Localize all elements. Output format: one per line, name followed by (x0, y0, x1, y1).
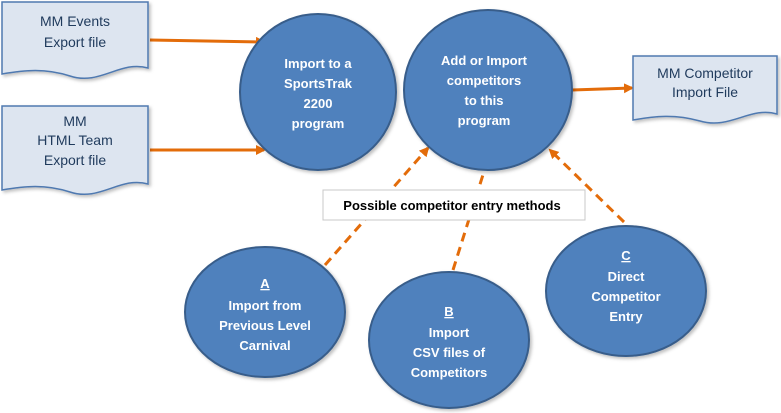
circle-import-line1: Import to a (284, 56, 352, 71)
circle-method-a (184, 246, 346, 378)
method-b-line1: Import (429, 325, 470, 340)
doc-competitor-import (632, 55, 778, 124)
method-c-letter: C (621, 248, 631, 263)
doc-competitor-line2: Import File (672, 84, 738, 100)
method-b-letter: B (444, 304, 453, 319)
circle-add-line1: Add or Import (441, 53, 528, 68)
circle-add-line3: to this (465, 93, 504, 108)
method-c-line2: Competitor (591, 289, 660, 304)
method-b-line2: CSV files of (413, 345, 486, 360)
doc-events-line1: MM Events (40, 13, 110, 29)
circle-add-import (403, 9, 573, 171)
arrow-method-b (451, 160, 490, 271)
method-a-line3: Carnival (239, 338, 290, 353)
method-a-line2: Previous Level (219, 318, 311, 333)
doc-team-line2: HTML Team (37, 132, 112, 148)
circle-import-line2: SportsTrak (284, 76, 353, 91)
arrow-events-to-import (149, 36, 266, 47)
method-a-letter: A (260, 276, 270, 291)
methods-label: Possible competitor entry methods (343, 198, 560, 213)
method-a-line1: Import from (229, 298, 302, 313)
circle-import-line4: program (292, 116, 345, 131)
methods-label-box (322, 189, 586, 221)
doc-team-line3: Export file (44, 152, 106, 168)
arrow-method-c (548, 148, 626, 224)
method-c-line1: Direct (608, 269, 646, 284)
doc-competitor-line1: MM Competitor (657, 65, 753, 81)
circle-import-program (239, 13, 397, 171)
doc-team-line1: MM (63, 113, 86, 129)
circle-method-c (545, 225, 707, 357)
doc-events-export (1, 1, 149, 79)
circle-import-line3: 2200 (304, 96, 333, 111)
circle-add-line2: competitors (447, 73, 521, 88)
method-c-line3: Entry (609, 309, 643, 324)
arrow-program-to-competitor-file (571, 83, 634, 94)
method-b-line3: Competitors (411, 365, 488, 380)
circle-method-b (368, 271, 530, 409)
doc-team-export (1, 105, 149, 195)
doc-events-line2: Export file (44, 34, 106, 50)
circle-add-line4: program (458, 113, 511, 128)
